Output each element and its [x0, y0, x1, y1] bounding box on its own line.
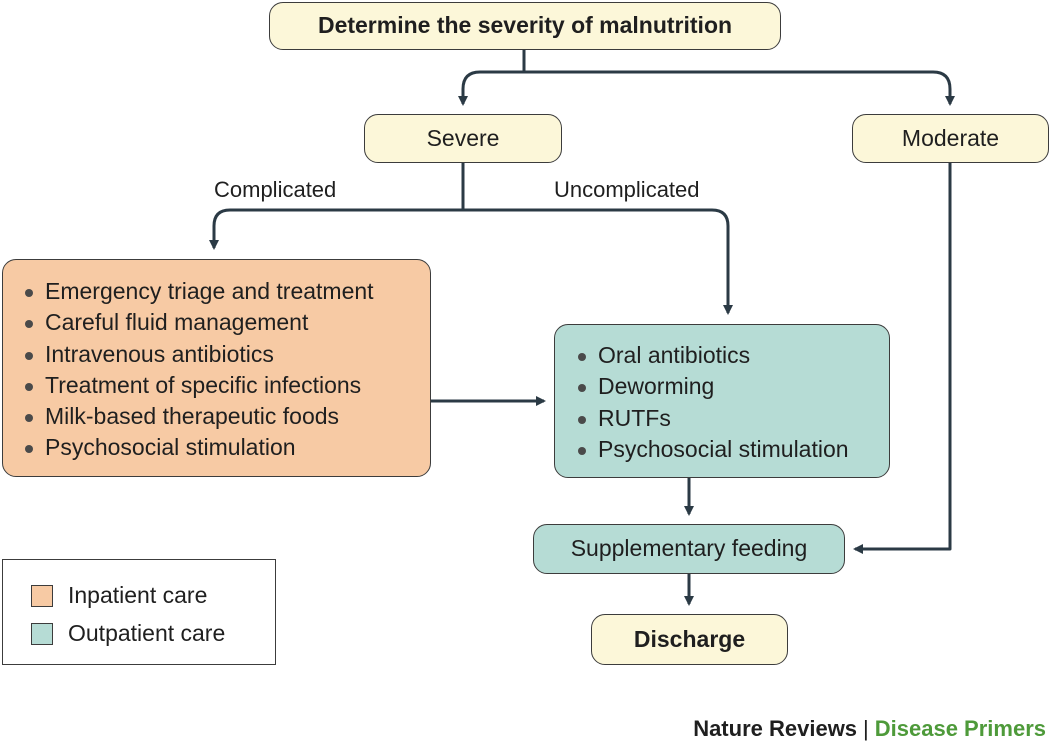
severe-node: Severe	[364, 114, 562, 163]
list-item: Psychosocial stimulation	[25, 432, 374, 463]
determine-severity-node: Determine the severity of malnutrition	[269, 2, 781, 50]
severe-label: Severe	[426, 124, 500, 151]
list-item: Emergency triage and treatment	[25, 276, 374, 307]
list-item: Careful fluid management	[25, 307, 374, 338]
inpatient-swatch	[31, 584, 53, 607]
credit-separator: |	[863, 716, 869, 741]
list-item: Treatment of specific infections	[25, 370, 374, 401]
determine-severity-label: Determine the severity of malnutrition	[317, 12, 733, 39]
credit-series: Disease Primers	[874, 716, 1046, 741]
legend-item-outpatient: Outpatient care	[31, 620, 225, 647]
legend: Inpatient care Outpatient care	[2, 559, 276, 665]
list-item: Psychosocial stimulation	[578, 434, 849, 465]
connector-moderate-to-supplementary	[853, 163, 952, 554]
connector-severe-to-uncomplicated	[463, 208, 733, 315]
credit-publisher: Nature Reviews	[693, 716, 858, 741]
moderate-label: Moderate	[901, 124, 1000, 151]
moderate-node: Moderate	[852, 114, 1049, 163]
uncomplicated-branch-label: Uncomplicated	[554, 177, 700, 202]
journal-credit: Nature Reviews|Disease Primers	[693, 716, 1046, 742]
outpatient-swatch	[31, 622, 53, 645]
list-item: Deworming	[578, 371, 849, 402]
legend-outpatient-label: Outpatient care	[68, 620, 226, 646]
list-item: Milk-based therapeutic foods	[25, 401, 374, 432]
legend-item-inpatient: Inpatient care	[31, 582, 207, 609]
connector-title-to-moderate	[524, 70, 955, 106]
legend-inpatient-label: Inpatient care	[68, 582, 208, 608]
discharge-node: Discharge	[591, 614, 788, 665]
inpatient-care-box: Emergency triage and treatment Careful f…	[2, 259, 431, 477]
supplementary-feeding-label: Supplementary feeding	[570, 535, 808, 562]
discharge-label: Discharge	[633, 625, 746, 652]
outpatient-care-list: Oral antibiotics Deworming RUTFs Psychos…	[578, 340, 849, 465]
inpatient-care-list: Emergency triage and treatment Careful f…	[25, 276, 374, 464]
list-item: RUTFs	[578, 403, 849, 434]
complicated-branch-label: Complicated	[214, 177, 337, 202]
outpatient-care-box: Oral antibiotics Deworming RUTFs Psychos…	[554, 324, 890, 478]
connector-severe-to-complicated	[209, 163, 465, 250]
list-item: Oral antibiotics	[578, 340, 849, 371]
list-item: Intravenous antibiotics	[25, 339, 374, 370]
connector-title-to-severe	[458, 50, 526, 106]
supplementary-feeding-node: Supplementary feeding	[533, 524, 845, 574]
